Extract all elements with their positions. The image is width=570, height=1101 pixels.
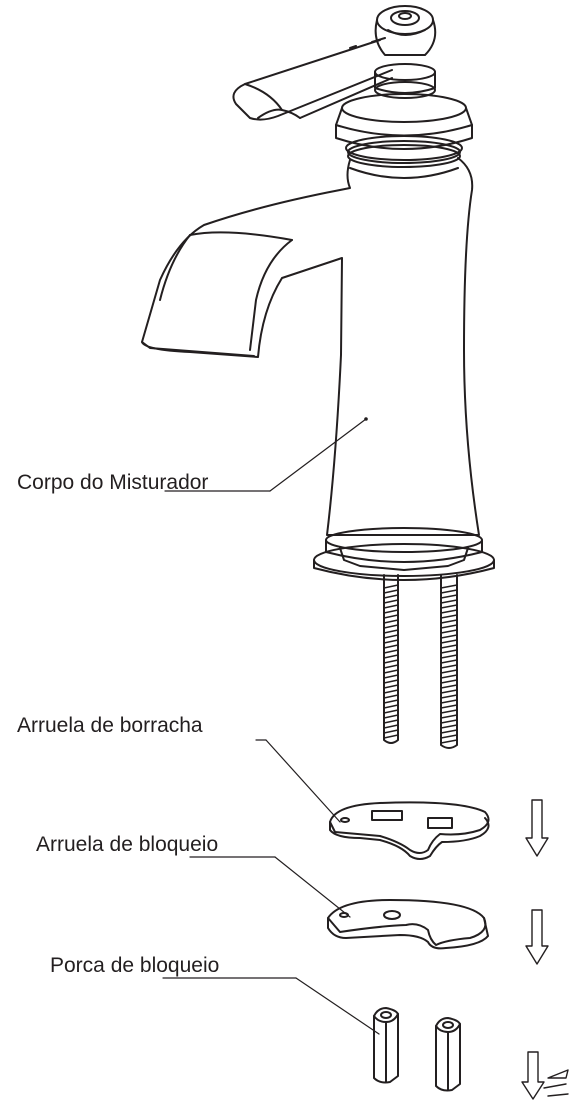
down-arrow-icon xyxy=(525,909,549,965)
mounting-rods xyxy=(383,574,458,749)
down-arrow-icon xyxy=(521,1051,545,1100)
cartridge-cap xyxy=(335,93,473,168)
leader-lines xyxy=(162,418,380,1035)
down-arrow-icon xyxy=(525,799,549,857)
label-lock-nut: Porca de bloqueio xyxy=(50,954,220,977)
faucet-body xyxy=(141,157,495,581)
label-faucet-body: Corpo do Misturador xyxy=(17,471,209,494)
rubber-washer xyxy=(329,801,490,860)
rod-threads xyxy=(383,584,458,744)
lever-handle xyxy=(232,5,437,121)
label-rubber-washer: Arruela de borracha xyxy=(17,714,203,737)
lock-washer xyxy=(327,899,489,950)
rotate-tighten-icon xyxy=(543,1069,569,1097)
label-lock-washer: Arruela de bloqueio xyxy=(36,833,219,856)
leader-dot xyxy=(364,417,368,421)
lock-nuts xyxy=(373,1007,461,1092)
